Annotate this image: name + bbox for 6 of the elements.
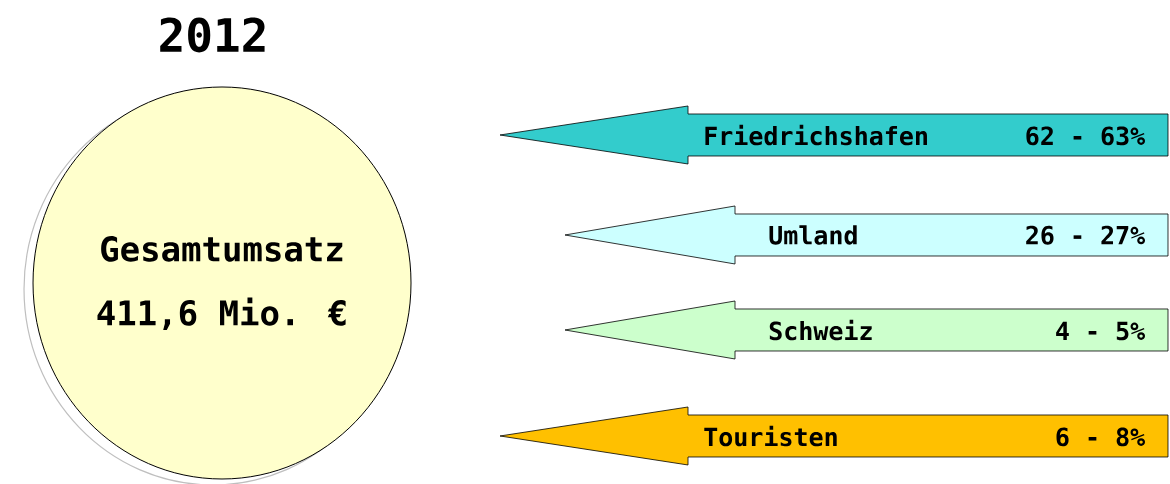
arrow-box: Friedrichshafen 62 - 63%: [499, 105, 1169, 165]
arrow-box: Touristen 6 - 8%: [499, 406, 1169, 466]
title: 2012: [160, 17, 265, 53]
arrow-box: Schweiz 4 - 5%: [564, 300, 1169, 360]
arrow-box: Umland 26 - 27%: [564, 205, 1169, 265]
circle-node: Gesamtumsatz 411,6 Mio. €: [32, 86, 412, 480]
